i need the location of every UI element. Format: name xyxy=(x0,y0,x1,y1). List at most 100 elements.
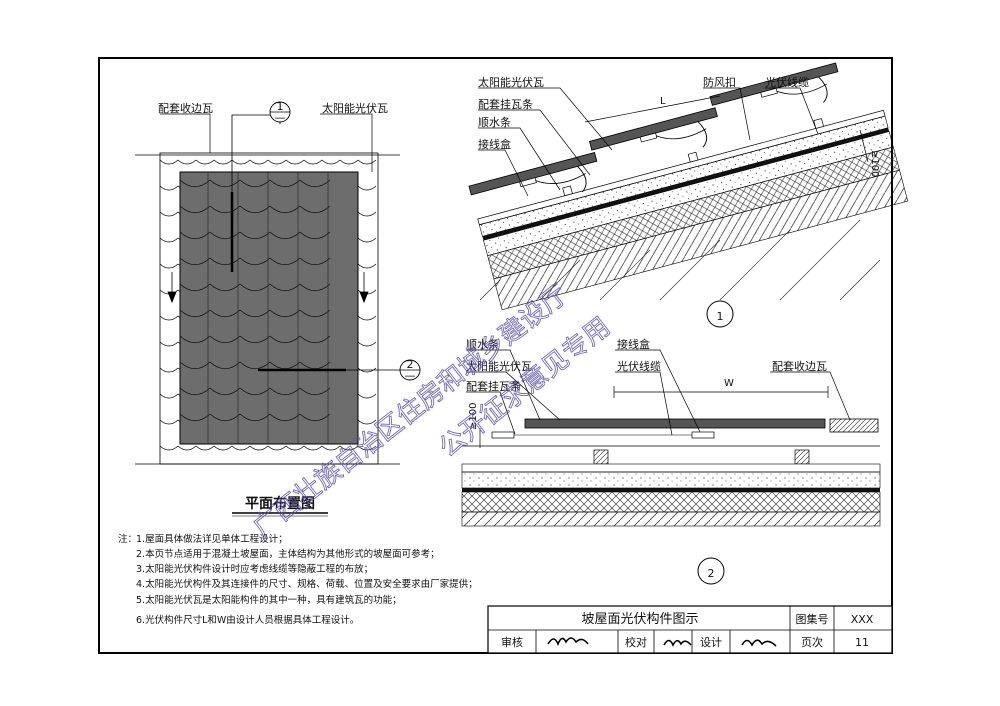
s2-callout: 2 xyxy=(708,567,715,580)
tile-scallop xyxy=(299,309,331,318)
signature-checker xyxy=(663,639,692,647)
s2-pv-tile xyxy=(524,418,826,429)
note-3: 3.太阳能光伏构件设计时应考虑线缆等隐蔽工程的布放； xyxy=(136,563,373,575)
s1-label-counter-batten: 顺水条 xyxy=(478,115,511,129)
s1-dim-L-line xyxy=(584,95,721,123)
tile-scallop xyxy=(239,361,271,370)
tile-scallop xyxy=(177,445,197,451)
tile-scallop xyxy=(209,361,241,370)
tile-scallop xyxy=(299,231,331,240)
notes-prefix: 注： xyxy=(118,533,137,545)
title-block: 坡屋面光伏构件图示 图集号 XXX 审核 校对 设计 页次 11 xyxy=(487,605,893,654)
tb-atlas-value: XXX xyxy=(851,613,874,626)
s1-dim-L: L xyxy=(660,96,666,107)
s2-callout-circle xyxy=(697,557,725,585)
tile-scallop xyxy=(267,445,287,451)
tile-scallop xyxy=(269,231,301,240)
tile-scallop xyxy=(213,159,233,165)
tile-scallop xyxy=(357,237,377,243)
tile-scallop xyxy=(357,367,377,373)
plan-marker-2-num: 2 xyxy=(407,358,414,371)
tile-scallop xyxy=(269,387,301,396)
tile-scallop xyxy=(357,393,377,399)
tile-scallop xyxy=(303,445,323,451)
tile-scallop xyxy=(299,387,331,396)
tile-scallop xyxy=(159,159,179,165)
tile-scallop xyxy=(179,335,211,344)
tb-check-label: 校对 xyxy=(625,635,647,649)
tile-scallop xyxy=(357,185,377,191)
note-6: 6.光伏构件尺寸L和W由设计人员根据具体工程设计。 xyxy=(136,614,359,626)
s1-label-junction-box: 接线盒 xyxy=(478,137,511,151)
s1-callout-circle xyxy=(706,300,734,328)
tile-scallop xyxy=(269,257,301,266)
plan-slope-arrows xyxy=(167,272,369,304)
tile-scallop xyxy=(195,445,215,451)
plan-label-pv-tile: 太阳能光伏瓦 xyxy=(322,101,388,115)
tile-scallop xyxy=(339,445,359,451)
s1-dim-100: ≥100 xyxy=(869,150,880,177)
section-1-layers xyxy=(468,62,909,311)
plan-label-edge-tile: 配套收边瓦 xyxy=(158,101,213,115)
tile-scallop xyxy=(239,335,271,344)
s2-edge-tile xyxy=(829,418,879,433)
s2-label-batten: 配套挂瓦条 xyxy=(466,379,521,393)
tile-scallop xyxy=(159,419,179,425)
plan-marker-1-sub: — xyxy=(275,111,286,124)
tile-scallop xyxy=(269,283,301,292)
plan-pv-scallops xyxy=(179,179,331,422)
tb-page-label: 页次 xyxy=(801,635,823,649)
plan-pv-columns xyxy=(207,172,329,444)
tile-scallop xyxy=(239,309,271,318)
note-5: 5.太阳能光伏瓦是太阳能构件的其中一种，具有建筑瓦的功能； xyxy=(136,594,402,606)
tile-scallop xyxy=(267,159,287,165)
plan-pv-leader xyxy=(320,113,373,172)
tile-scallop xyxy=(249,445,269,451)
s2-label-pv-tile: 太阳能光伏瓦 xyxy=(466,359,532,373)
tile-scallop xyxy=(357,341,377,347)
tile-scallop xyxy=(209,205,241,214)
tile-scallop xyxy=(269,335,301,344)
tile-scallop xyxy=(159,445,179,451)
tile-scallop xyxy=(209,283,241,292)
plan-pv-array xyxy=(179,171,359,445)
tile-scallop xyxy=(269,179,301,188)
tile-scallop xyxy=(239,283,271,292)
plan-view: 配套收边瓦 太阳能光伏瓦 1 — 2 — 平面布置图 xyxy=(135,100,421,517)
section-1-leaders xyxy=(478,87,819,197)
tile-scallop xyxy=(269,413,301,422)
s1-label-batten: 配套挂瓦条 xyxy=(478,97,533,111)
s2-dim-W: W xyxy=(724,378,734,389)
tile-scallop xyxy=(299,283,331,292)
note-1: 1.屋面具体做法详见单体工程设计； xyxy=(136,533,288,545)
tile-scallop xyxy=(321,159,341,165)
tile-scallop xyxy=(159,315,179,321)
tb-atlas-label: 图集号 xyxy=(796,612,829,626)
tile-scallop xyxy=(213,445,233,451)
tile-scallop xyxy=(357,445,377,451)
tile-scallop xyxy=(159,341,179,347)
note-4: 4.太阳能光伏构件及其连接件的尺寸、规格、荷载、位置及安全要求由厂家提供； xyxy=(136,578,478,590)
tile-scallop xyxy=(357,419,377,425)
tile-scallop xyxy=(209,309,241,318)
section-2-leaders xyxy=(466,349,851,436)
plan-marker-2-sub: — xyxy=(405,369,416,382)
tile-scallop xyxy=(239,413,271,422)
tile-scallop xyxy=(209,387,241,396)
tb-design-label: 设计 xyxy=(700,636,722,649)
section-1: 太阳能光伏瓦 配套挂瓦条 顺水条 接线盒 防风扣 光伏线缆 L ≥100 1 xyxy=(468,62,909,328)
s1-callout: 1 xyxy=(717,310,724,323)
s1-label-cable: 光伏线缆 xyxy=(765,75,809,89)
s2-label-edge-tile: 配套收边瓦 xyxy=(772,359,827,373)
tile-scallop xyxy=(239,387,271,396)
tile-scallop xyxy=(177,159,197,165)
tile-scallop xyxy=(179,179,211,188)
tile-scallop xyxy=(269,205,301,214)
tile-scallop xyxy=(249,159,269,165)
tb-review-label: 审核 xyxy=(501,635,523,649)
tile-scallop xyxy=(299,257,331,266)
tile-scallop xyxy=(285,445,305,451)
tile-scallop xyxy=(231,445,251,451)
notes: 注： 1.屋面具体做法详见单体工程设计； 2.本页节点适用于混凝土坡屋面，主体结… xyxy=(118,533,478,626)
tile-scallop xyxy=(357,159,377,165)
